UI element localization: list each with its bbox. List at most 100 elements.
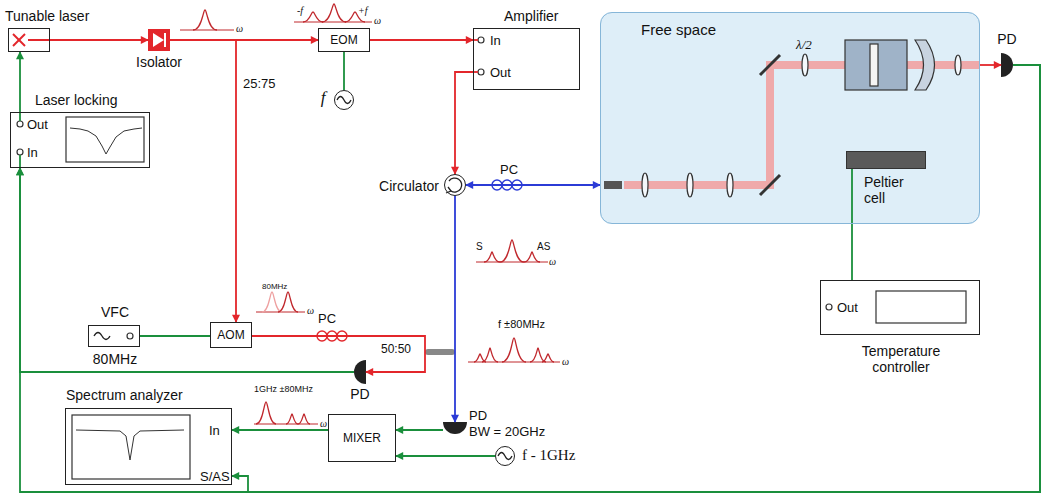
half-wave-plate: [802, 54, 808, 76]
polarization-controller: [317, 180, 522, 341]
node-label: f - 1GHz: [522, 447, 575, 463]
spectrum-plot: [193, 10, 217, 30]
annotation: +f: [358, 3, 368, 19]
photodiode-symbol: [354, 53, 1013, 434]
signal-generator: f: [334, 90, 354, 110]
spectrum-plot: [303, 12, 323, 22]
port-circle: [478, 69, 484, 75]
connector: [396, 455, 495, 457]
node-label: Temperature controller: [836, 343, 966, 375]
annotation: λ/2: [796, 37, 812, 53]
node-label: MIXER: [343, 430, 381, 446]
port-circle: [17, 121, 23, 127]
connector: [19, 52, 21, 112]
cavity: [845, 40, 935, 90]
spectrum-plot: [524, 252, 540, 262]
connector: [50, 39, 148, 41]
node-label: In: [209, 423, 220, 439]
node-label: Out: [490, 65, 511, 81]
connector: [170, 40, 236, 322]
sine-symbol: [337, 97, 351, 104]
sine-symbol: [94, 97, 512, 460]
node-label: VFC: [101, 304, 129, 320]
spectrum-plot: [468, 362, 560, 363]
annotation: ω: [307, 303, 314, 319]
screen: [72, 415, 190, 479]
annotation: 1GHz ±80MHz: [254, 381, 313, 397]
edge-label: 25:75: [243, 76, 276, 92]
laser-locking-box: Laser lockingOutIn: [10, 112, 150, 168]
annotation: ω: [562, 354, 569, 370]
lens: [955, 55, 961, 75]
port-stub: [19, 112, 21, 168]
node-label: PD: [469, 408, 487, 424]
node-label: Out: [837, 300, 858, 316]
isolator-symbol: [148, 29, 170, 51]
connector: [980, 64, 1001, 66]
annotation: ω: [236, 21, 243, 37]
port-circle: [17, 37, 832, 339]
connector: [232, 65, 1040, 492]
node-label: Isolator: [136, 54, 182, 70]
screen: [876, 291, 966, 323]
mirror: [760, 175, 780, 195]
fiber-coupler: [425, 349, 455, 355]
screen: [66, 117, 966, 479]
isolator-symbol: [153, 33, 164, 47]
fiber-coupler: [425, 349, 455, 355]
node-label: AOM: [217, 327, 244, 343]
connector: [466, 184, 600, 186]
node-label: Laser locking: [35, 92, 118, 108]
screen-trace: [70, 128, 184, 460]
aom-box: AOM: [210, 322, 252, 348]
node-label: Free space: [641, 22, 716, 38]
photodiode: PD: [354, 360, 366, 384]
photodiode-symbol: [354, 360, 366, 384]
screen-trace: [70, 128, 142, 154]
spectrum-plot: [262, 292, 282, 312]
annotation: f ±80MHz: [498, 316, 545, 332]
node-label: Circulator: [379, 178, 439, 194]
cavity: [870, 44, 878, 86]
port-stub: [19, 112, 21, 121]
mirror: [760, 55, 780, 195]
connector: [455, 72, 473, 174]
half-wave-plate: [802, 54, 808, 76]
spectrum-plot: [180, 30, 234, 31]
port-circle: [478, 37, 484, 43]
annotation: ω: [374, 13, 381, 29]
fiber-tip: [604, 181, 622, 189]
cavity: [915, 40, 935, 90]
laser-symbol: [13, 34, 50, 46]
photodiode-symbol: [1001, 53, 1013, 77]
spectrum-plot: [530, 348, 546, 362]
node-label: BW = 20GHz: [469, 424, 545, 440]
free-space-panel: [600, 12, 980, 224]
connector: [370, 39, 473, 41]
spectrum-plot: [180, 4, 560, 424]
node-label: S/AS: [200, 469, 230, 485]
spectrum-plot: [502, 338, 526, 362]
annotation: ω: [549, 254, 556, 270]
circulator-arrow: [446, 178, 462, 193]
laser-symbol: [13, 34, 25, 46]
lens: [642, 173, 648, 197]
free-space-panel: [600, 12, 980, 224]
node-label: Spectrum analyzer: [66, 387, 183, 403]
annotation: ω: [320, 416, 327, 432]
photodiode: PDBW = 20GHz: [443, 422, 467, 435]
node-label: Out: [27, 117, 48, 133]
spectrum-analyzer: Spectrum analyzerInS/AS: [65, 408, 232, 485]
eom-box: EOM: [318, 28, 370, 52]
connector: [454, 196, 456, 422]
connector: [232, 429, 328, 431]
spectrum-plot: [484, 252, 500, 262]
free-space-region: Free spacePeltier cell: [600, 12, 980, 224]
spectrum-plot: [298, 414, 310, 424]
isolator-symbol: [148, 29, 170, 51]
annotation: 50:50: [381, 341, 411, 357]
laser-box: Tunable laser: [8, 28, 50, 52]
mirror: [760, 55, 780, 75]
